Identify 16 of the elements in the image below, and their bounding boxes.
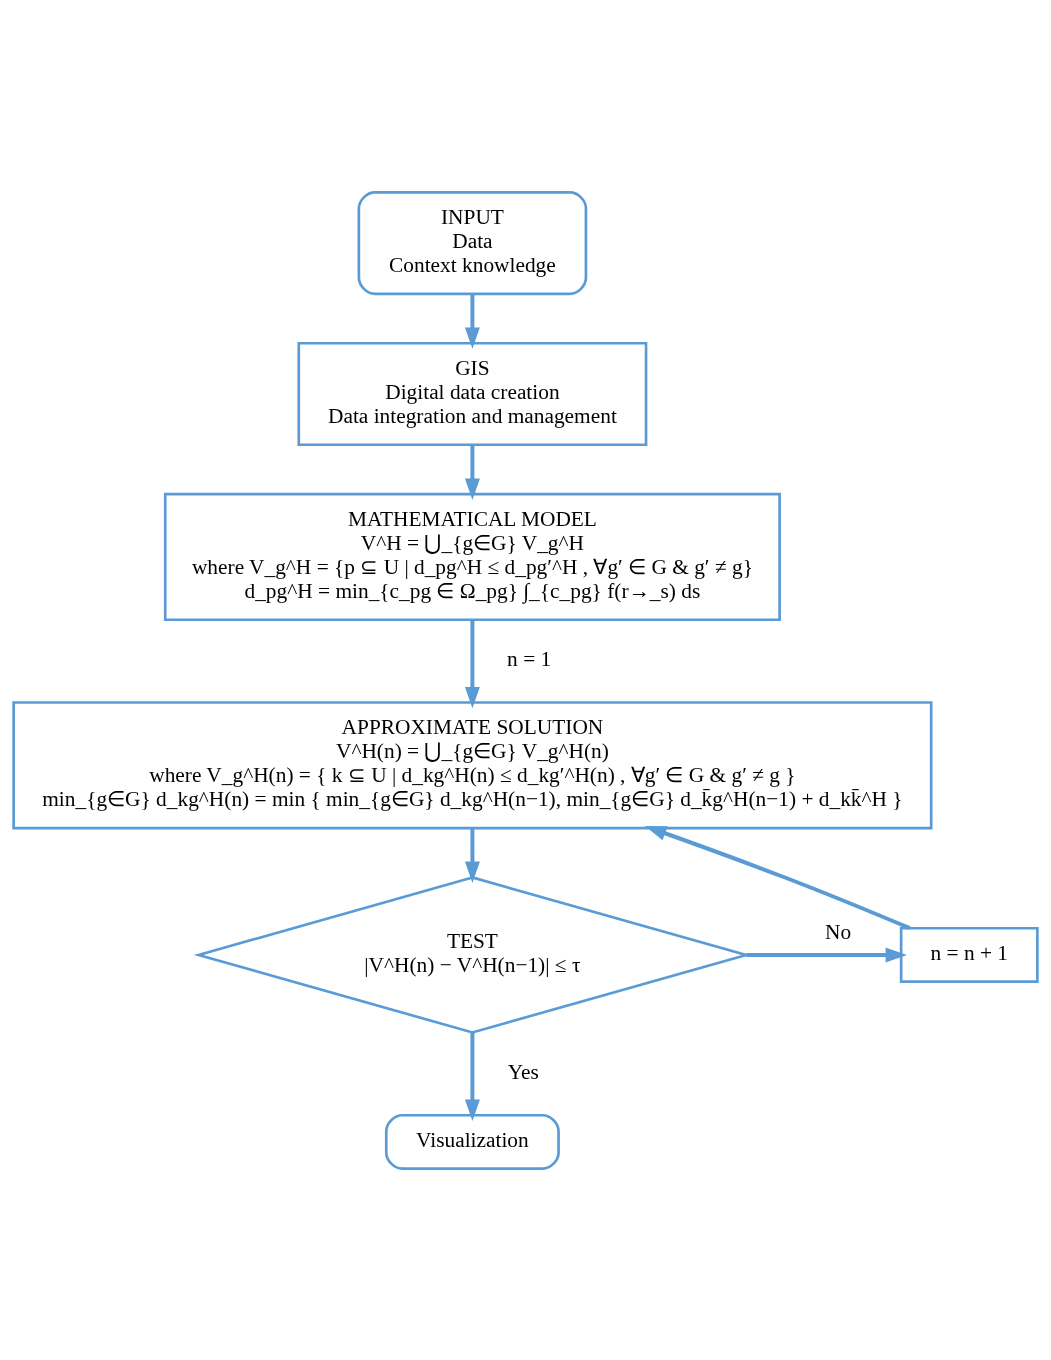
node-box: INPUT Data Context knowledge: [357, 190, 588, 295]
arrow: [746, 946, 908, 962]
node-box: GIS Digital data creation Data integration and management: [297, 341, 648, 446]
edge-label: No: [825, 919, 852, 944]
arrow: [464, 827, 480, 883]
node-box: Visualization: [384, 1113, 560, 1170]
arrow: [464, 293, 480, 349]
arrow: [464, 1032, 480, 1121]
arrow: [644, 825, 911, 930]
node-box: MATHEMATICAL MODEL V^H = ⋃_{g∈G} V_g^H where V_g^H = {p ⊆ U | d_pg^H ≤ d_pg′^H , ∀g′ ∈ G & g′ ≠ g} d_pg^H = min_{c_pg ∈ Ω_pg} ∫_{c_pg} f(r→_s) ds: [163, 492, 781, 621]
node-box: APPROXIMATE SOLUTION V^H(n) = ⋃_{g∈G} V_g^H(n) where V_g^H(n) = { k ⊆ U | d_kg^H(n) ≤ d_kg′^H(n) , ∀g′ ∈ G & g′ ≠ g } min_{g∈G} d_kg^H(n) = min { min_{g∈G} d_kg^H(n−1), min_{g∈G} d_k̄g^H(n−1) + d_kk̄^H }: [12, 700, 933, 829]
arrow: [464, 619, 480, 708]
node-box: n = n + 1: [899, 926, 1039, 983]
edge-label: n = 1: [507, 646, 552, 671]
arrow: [464, 444, 480, 500]
edge-label: Yes: [507, 1059, 539, 1084]
